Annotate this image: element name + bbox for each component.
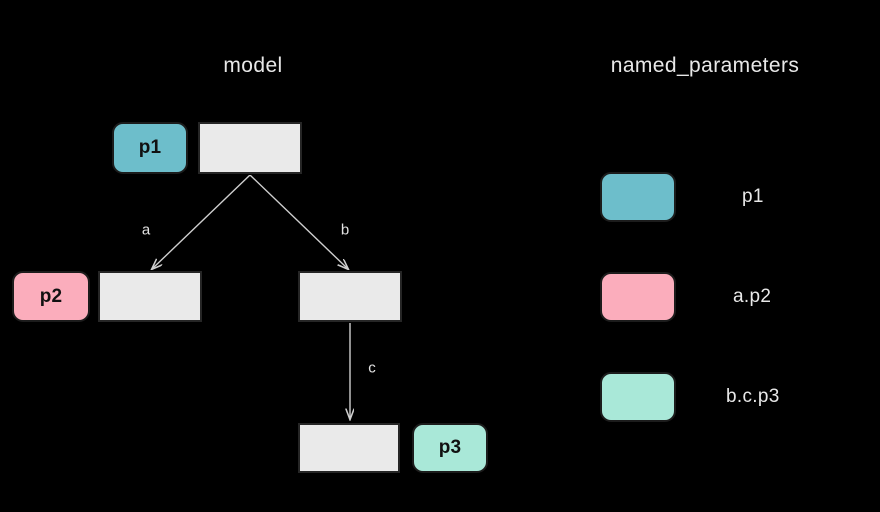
edge-label-b: b [340,221,350,239]
param-badge-p1-label: p1 [138,137,162,158]
named-parameters-panel-title: named_parameters [610,54,800,77]
legend-label-a-p2: a.p2 [733,286,772,307]
edge-b-line [249,174,348,269]
edge-label-c: c [368,359,376,377]
model-panel-title: model [223,54,283,77]
legend-label-p1: p1 [742,186,764,207]
legend-label-b-c-p3: b.c.p3 [726,386,780,407]
legend-swatch-a-p2[interactable] [600,272,676,322]
module-box-b-c[interactable] [298,423,400,473]
param-badge-p2[interactable]: p2 [12,271,90,322]
param-badge-p3-label: p3 [438,437,462,458]
edge-a-line [152,174,251,269]
edge-label-a: a [141,221,151,239]
param-badge-p1[interactable]: p1 [112,122,188,174]
module-box-root[interactable] [198,122,302,174]
param-badge-p3[interactable]: p3 [412,423,488,473]
param-badge-p2-label: p2 [39,285,63,307]
module-box-b[interactable] [298,271,402,322]
legend-swatch-b-c-p3[interactable] [600,372,676,422]
module-box-a[interactable] [98,271,202,322]
legend-swatch-p1[interactable] [600,172,676,222]
